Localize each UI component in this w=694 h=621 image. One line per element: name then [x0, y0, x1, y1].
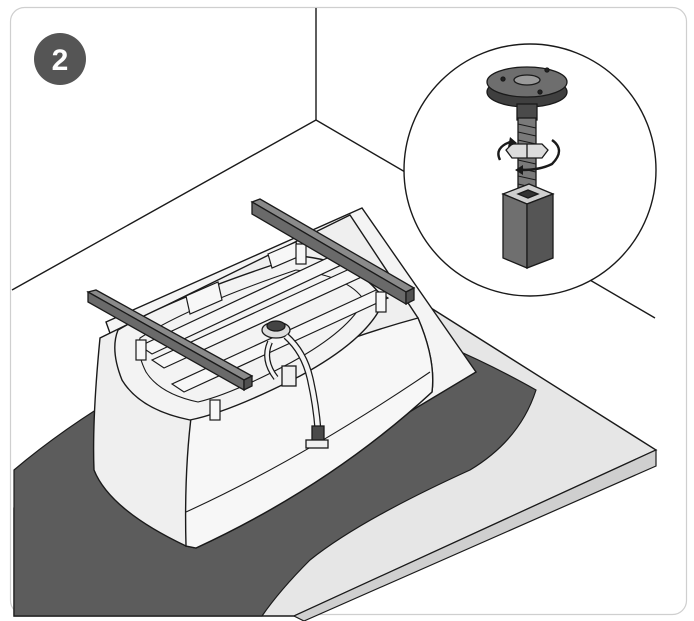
support-bar-right	[250, 198, 416, 306]
support-bar-left	[86, 289, 254, 392]
drain-assembly	[261, 320, 329, 449]
step-number: 2	[52, 44, 69, 77]
detail-callout	[403, 43, 657, 297]
rotate-arrow-icon	[497, 137, 561, 175]
leveling-foot	[486, 66, 568, 269]
step-number-badge: 2	[34, 33, 86, 85]
